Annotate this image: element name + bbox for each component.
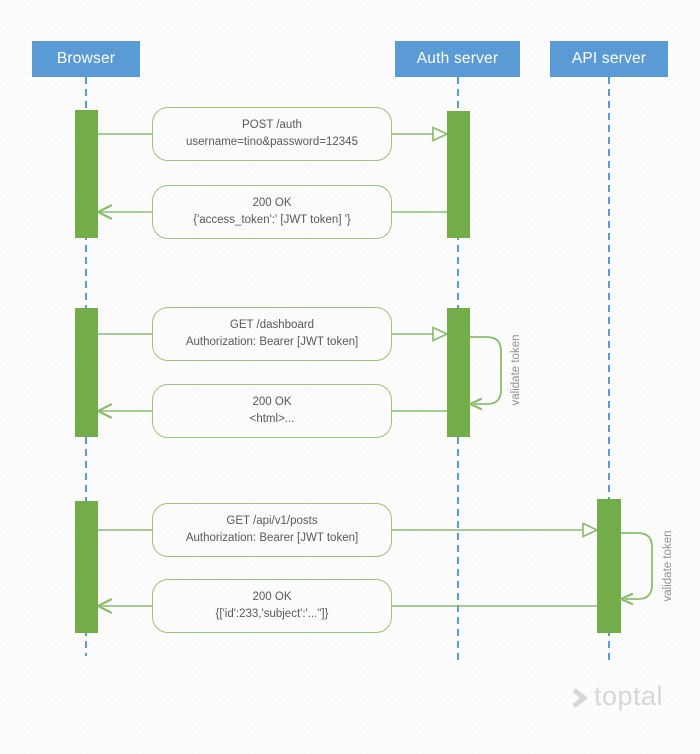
message-line2: username=tino&password=12345 [186, 136, 358, 148]
toptal-watermark: toptal [570, 681, 664, 711]
message-get-posts: GET /api/v1/posts Authorization: Bearer … [152, 503, 392, 557]
arrowhead-left-icon [468, 397, 483, 411]
message-connectors [96, 126, 600, 614]
actor-label: Auth server [416, 50, 499, 67]
actor-api-server: API server [550, 41, 668, 77]
message-line2: Authorization: Bearer [JWT token] [185, 336, 359, 348]
arrowhead-left-icon [619, 592, 634, 606]
actor-label: Browser [56, 50, 116, 67]
api-activation-bar [597, 499, 621, 633]
message-line2: {['id':233,'subject':'..."]} [215, 608, 329, 620]
actor-auth-server: Auth server [395, 41, 520, 77]
message-line2: <html>... [249, 413, 295, 425]
browser-activation-bar [75, 501, 98, 633]
self-call-loops [468, 336, 653, 606]
message-200-posts: 200 OK {['id':233,'subject':'..."]} [152, 579, 392, 633]
toptal-logo-icon [572, 688, 589, 708]
auth-validate-token-label: validate token [510, 334, 522, 406]
message-line1: 200 OK [252, 590, 292, 603]
message-line2: Authorization: Bearer [JWT token] [185, 532, 359, 544]
browser-activation-bar [75, 110, 98, 238]
message-200-access-token: 200 OK {'access_token':' [JWT token] '} [152, 185, 392, 239]
message-line1: GET /api/v1/posts [226, 514, 318, 527]
arrowhead-right-icon [582, 522, 600, 538]
message-get-dashboard: GET /dashboard Authorization: Bearer [JW… [152, 307, 392, 361]
auth-activation-bar [447, 308, 470, 437]
arrowhead-right-icon [432, 326, 450, 342]
actor-browser: Browser [32, 41, 140, 77]
message-200-html: 200 OK <html>... [152, 384, 392, 438]
message-post-auth: POST /auth username=tino&password=12345 [152, 107, 392, 161]
lifelines [85, 77, 610, 661]
api-validate-loop [621, 532, 653, 600]
message-line1: POST /auth [242, 118, 302, 131]
browser-activation-bar [75, 308, 98, 437]
message-line1: 200 OK [252, 196, 292, 209]
auth-validate-loop [470, 336, 502, 405]
api-validate-token-label: validate token [662, 530, 674, 602]
toptal-wordmark: toptal [594, 681, 664, 711]
activation-bars [75, 110, 621, 633]
message-line2: {'access_token':' [JWT token] '} [193, 214, 351, 226]
message-line1: GET /dashboard [229, 318, 315, 331]
auth-activation-bar [447, 111, 470, 238]
message-line1: 200 OK [252, 395, 292, 408]
actor-label: API server [571, 50, 647, 67]
arrowhead-right-icon [432, 126, 450, 142]
